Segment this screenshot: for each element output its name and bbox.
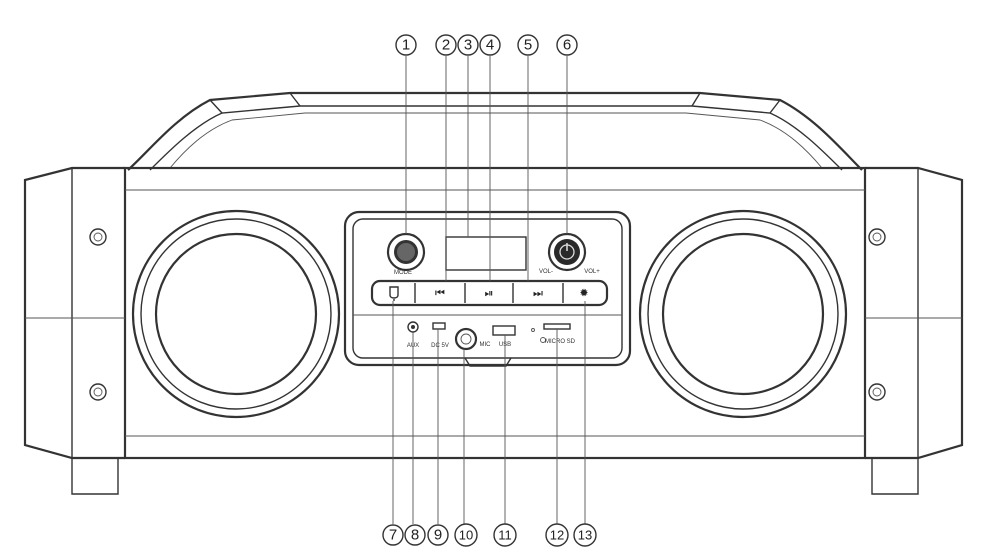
callout-1-number: 1 [402,37,410,54]
mic-port[interactable] [454,327,478,351]
leader-lines [392,56,586,524]
callout-12-number: 12 [550,528,564,543]
callout-3: 3 [457,34,479,56]
skip-next-icon: ⏭ [533,287,543,300]
callout-5: 5 [517,34,539,56]
callout-1: 1 [395,34,417,56]
left-speaker [131,209,341,419]
callout-5-number: 5 [524,37,532,54]
aux-port[interactable] [407,321,419,333]
play-pause-button[interactable]: ⏯ [466,283,512,303]
mode-mic-button[interactable] [374,283,414,303]
right-end-cap [865,166,964,495]
led-display [445,236,527,271]
callout-4-number: 4 [486,37,494,54]
button-bar [370,279,609,307]
volume-knob[interactable] [547,232,587,272]
next-button[interactable]: ⏭ [514,283,562,303]
mic-label: MIC [480,342,492,348]
callout-4: 4 [479,34,501,56]
callout-10: 10 [454,523,478,547]
vol-minus-label: VOL- [539,269,553,275]
light-icon: ✹ [579,287,588,300]
callout-7-number: 7 [389,527,397,544]
callout-7: 7 [382,524,404,546]
callout-8-number: 8 [411,527,419,544]
vol-plus-label: VOL+ [584,269,600,275]
screw-left-bottom [89,383,107,401]
callout-8: 8 [404,524,426,546]
micro-sd-label: MICRO SD [545,339,576,345]
micro-sd-slot[interactable] [543,323,571,330]
previous-button[interactable]: ⏮ [416,283,464,303]
callout-10-number: 10 [459,528,473,543]
callout-6-number: 6 [563,37,571,54]
skip-previous-icon: ⏮ [435,287,445,300]
callout-9: 9 [427,524,449,546]
callout-2-number: 2 [442,37,450,54]
microphone-icon [389,286,399,299]
callout-6: 6 [556,34,578,56]
left-end-cap [23,166,125,495]
callout-11: 11 [493,523,517,547]
callout-2: 2 [435,34,457,56]
mode-knob[interactable] [386,232,426,272]
callout-13: 13 [573,523,597,547]
screw-left-top [89,228,107,246]
dc-port[interactable] [432,322,446,330]
carry-handle [127,91,863,171]
screw-right-top [868,228,886,246]
control-panel [343,210,632,367]
callout-9-number: 9 [434,527,442,544]
right-speaker [638,209,848,419]
callout-3-number: 3 [464,37,472,54]
callout-11-number: 11 [498,528,512,543]
usb-port[interactable] [492,325,516,336]
speaker-body [123,166,867,460]
callout-12: 12 [545,523,569,547]
callout-13-number: 13 [578,528,592,543]
light-button[interactable]: ✹ [564,283,605,303]
dc-label: DC 5V [431,343,449,349]
screw-right-bottom [868,383,886,401]
mode-label: MODE [394,270,412,276]
play-pause-icon: ⏯ [485,287,494,300]
